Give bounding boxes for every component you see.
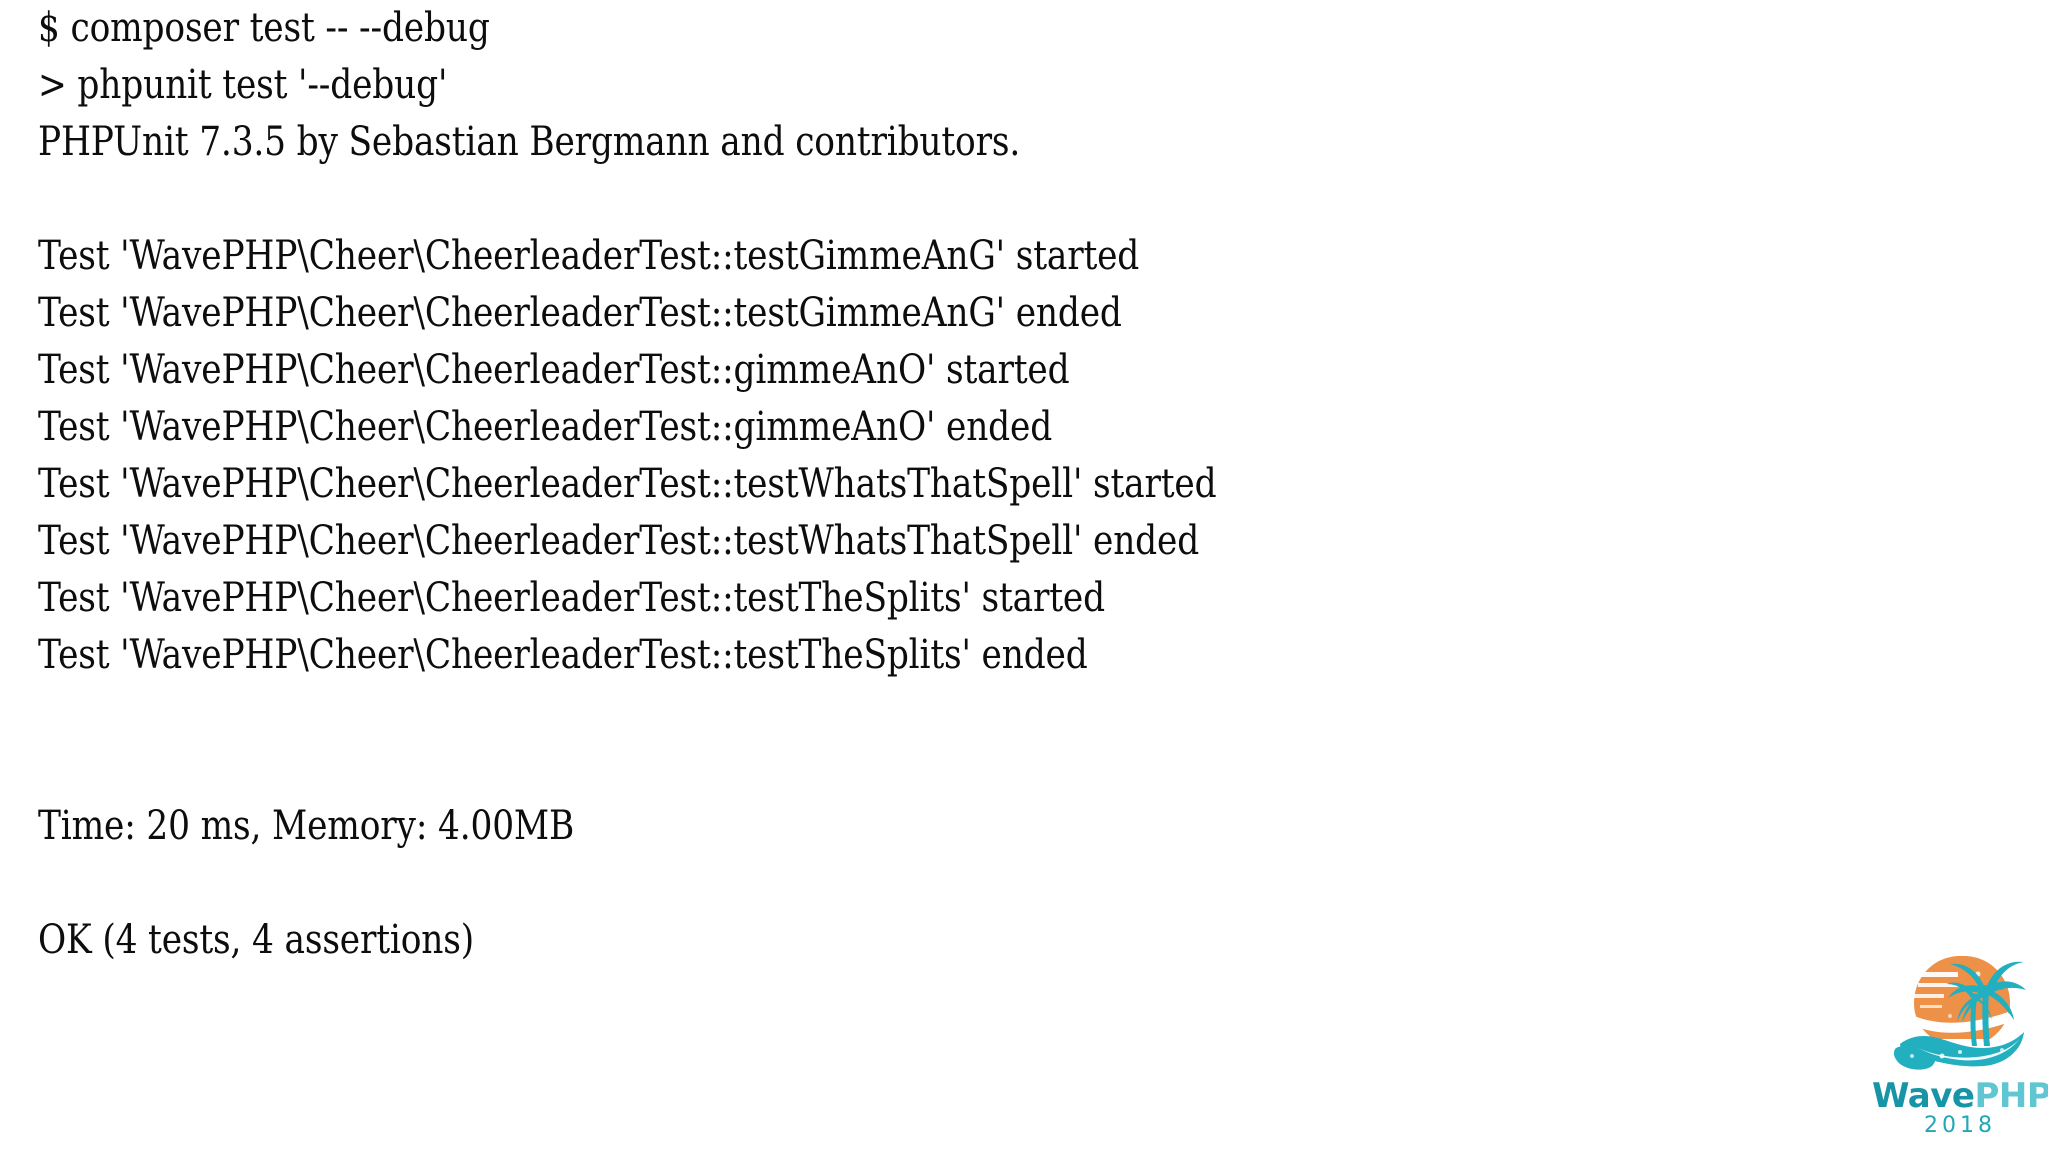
console-line: Test 'WavePHP\Cheer\CheerleaderTest::tes… — [38, 632, 1088, 678]
console-blank-line — [38, 171, 1586, 228]
console-line: Test 'WavePHP\Cheer\CheerleaderTest::tes… — [38, 290, 1122, 336]
wordmark-wave: Wave — [1872, 1076, 1975, 1116]
wavephp-wordmark: WavePHP — [1872, 1078, 2048, 1114]
console-blank-line — [38, 855, 1586, 912]
wavephp-year: 2018 — [1924, 1113, 1996, 1138]
console-line: Test 'WavePHP\Cheer\CheerleaderTest::gim… — [38, 404, 1053, 450]
wave-icon — [1893, 1032, 2024, 1070]
console-line: > phpunit test '--debug' — [38, 62, 448, 108]
console-line: Test 'WavePHP\Cheer\CheerleaderTest::tes… — [38, 461, 1217, 507]
console-blank-line — [38, 684, 1586, 741]
console-line: Test 'WavePHP\Cheer\CheerleaderTest::tes… — [38, 518, 1200, 564]
palm-tree-icon — [1946, 961, 2026, 1046]
console-line: Test 'WavePHP\Cheer\CheerleaderTest::tes… — [38, 233, 1140, 279]
console-line: PHPUnit 7.3.5 by Sebastian Bergmann and … — [38, 119, 1021, 165]
console-line: $ composer test -- --debug — [38, 5, 490, 51]
wavephp-logo-mark — [1893, 956, 2026, 1070]
console-line: Time: 20 ms, Memory: 4.00MB — [38, 803, 575, 849]
console-line: Test 'WavePHP\Cheer\CheerleaderTest::tes… — [38, 575, 1105, 621]
wordmark-php: PHP — [1974, 1076, 2048, 1116]
console-line: Test 'WavePHP\Cheer\CheerleaderTest::gim… — [38, 347, 1070, 393]
wavephp-logo: WavePHP 2018 — [1872, 952, 2048, 1148]
console-line: OK (4 tests, 4 assertions) — [38, 917, 474, 963]
console-output: $ composer test -- --debug > phpunit test… — [38, 0, 1838, 969]
console-blank-line — [38, 741, 1586, 798]
